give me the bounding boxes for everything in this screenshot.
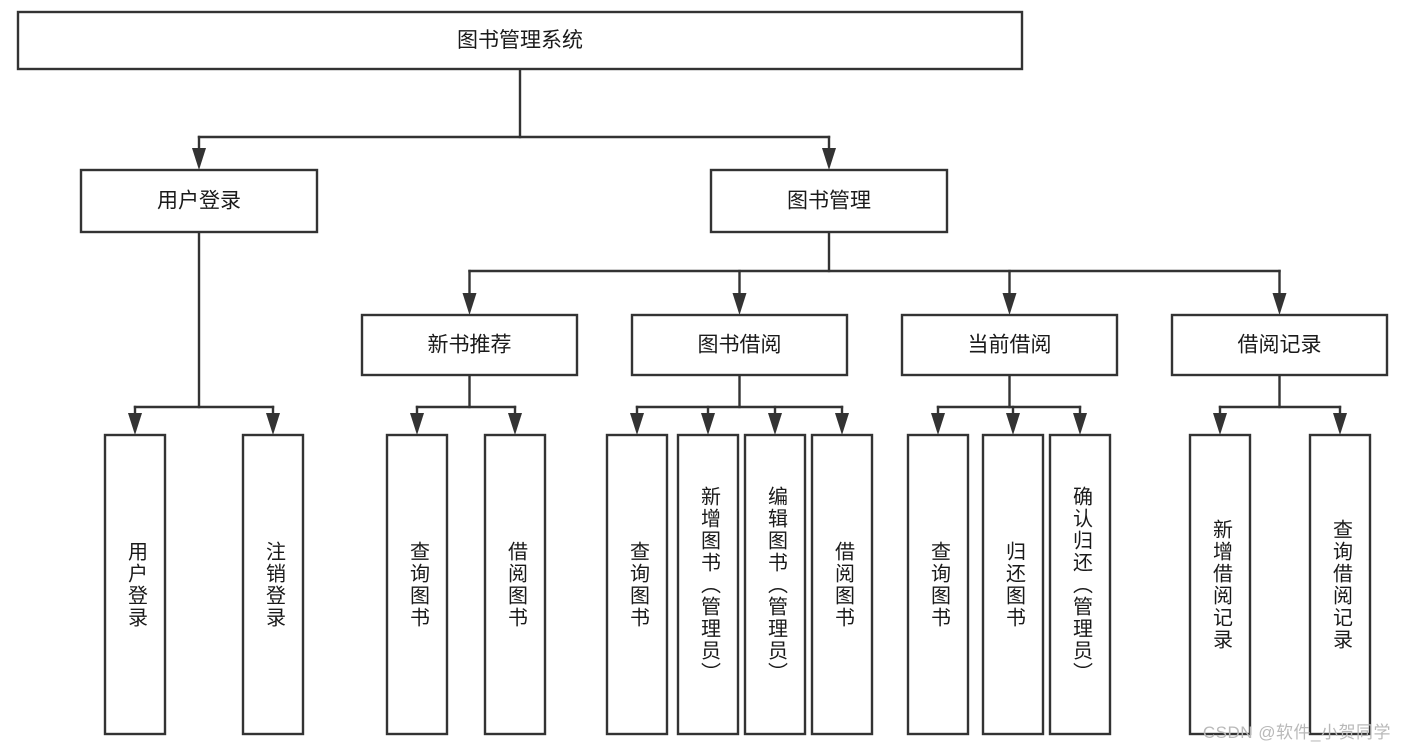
node-label-level3-2: 当前借阅 [968, 334, 1052, 357]
node-box-leaf-8[interactable] [906, 433, 970, 736]
node-label-level3-3: 借阅记录 [1238, 334, 1322, 357]
node-box-leaf-1[interactable] [241, 433, 305, 736]
arrow-level2-0 [192, 148, 206, 170]
node-label-level2-1: 图书管理 [787, 190, 871, 213]
arrow-level3-2 [1002, 293, 1017, 315]
node-box-level3-2[interactable] [900, 313, 1119, 377]
arrow-leaf-4-1 [1333, 413, 1347, 435]
arrow-level2-1 [822, 148, 836, 170]
node-label-root: 图书管理系统 [457, 29, 583, 52]
csdn-watermark: CSDN @软件_小贺同学 [1202, 723, 1391, 742]
arrow-leaf-4-0 [1213, 413, 1227, 435]
node-box-leaf-7[interactable] [810, 433, 874, 736]
node-label-level3-1: 图书借阅 [698, 334, 782, 357]
arrow-leaf-2-0 [630, 413, 644, 435]
node-box-leaf-5[interactable] [676, 433, 740, 736]
arrow-level3-0 [462, 293, 477, 315]
arrow-leaf-3-1 [1006, 413, 1020, 435]
arrow-leaf-3-2 [1073, 413, 1087, 435]
node-box-leaf-3[interactable] [483, 433, 547, 736]
node-box-leaf-9[interactable] [981, 433, 1045, 736]
node-box-level2-1[interactable] [709, 168, 949, 234]
arrow-leaf-2-3 [835, 413, 849, 435]
node-box-leaf-2[interactable] [385, 433, 449, 736]
arrow-leaf-0-0 [128, 413, 142, 435]
node-box-root[interactable] [16, 10, 1024, 71]
node-box-level3-3[interactable] [1170, 313, 1389, 377]
node-box-level3-1[interactable] [630, 313, 849, 377]
node-box-level2-0[interactable] [79, 168, 319, 234]
node-box-leaf-11[interactable] [1188, 433, 1252, 736]
arrow-level3-1 [732, 293, 747, 315]
arrow-leaf-0-1 [266, 413, 280, 435]
node-box-layer [16, 10, 1389, 736]
node-box-leaf-0[interactable] [103, 433, 167, 736]
node-label-level3-0: 新书推荐 [428, 334, 512, 357]
node-box-leaf-6[interactable] [743, 433, 807, 736]
node-box-leaf-10[interactable] [1048, 433, 1112, 736]
node-label-level2-0: 用户登录 [157, 190, 241, 213]
node-box-level3-0[interactable] [360, 313, 579, 377]
arrow-leaf-3-0 [931, 413, 945, 435]
arrow-leaf-1-0 [410, 413, 424, 435]
connector-layer [128, 67, 1347, 435]
node-box-leaf-12[interactable] [1308, 433, 1372, 736]
arrow-leaf-2-2 [768, 413, 782, 435]
arrow-leaf-1-1 [508, 413, 522, 435]
arrow-leaf-2-1 [701, 413, 715, 435]
arrow-level3-3 [1272, 293, 1287, 315]
node-box-leaf-4[interactable] [605, 433, 669, 736]
